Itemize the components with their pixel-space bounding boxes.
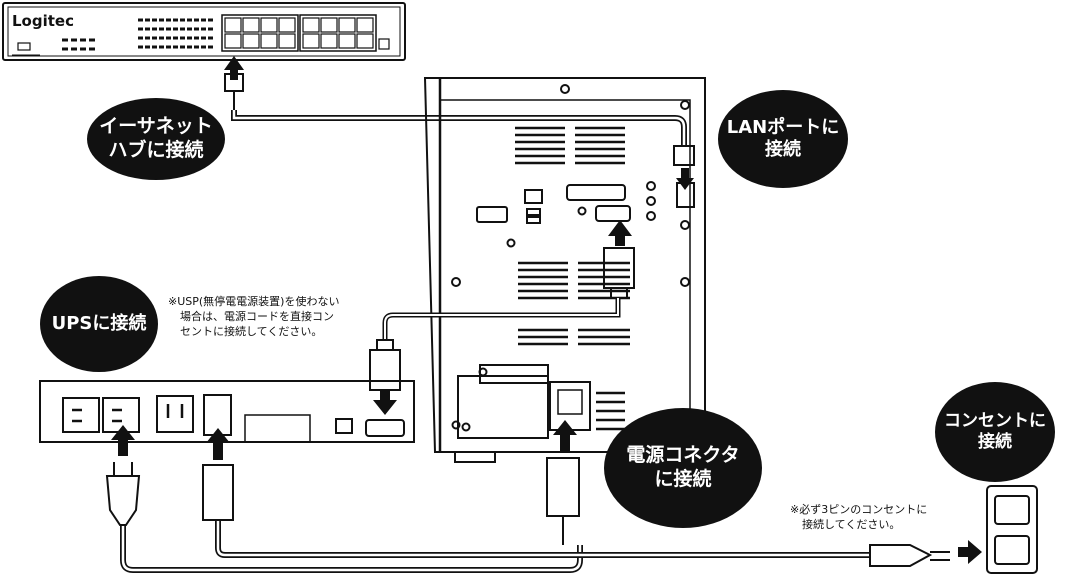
server-tower	[423, 77, 706, 463]
label-power-connector: 電源コネクタに接続	[604, 408, 762, 528]
label-ethernet-hub: イーサネットハブに接続	[87, 98, 225, 180]
label-lan-port: LANポートに接続	[718, 90, 848, 188]
ups-unit	[39, 380, 415, 443]
ups-note: ※USP(無停電電源装置)を使わない 場合は、電源コードを直接コン セントに接続…	[168, 295, 340, 338]
ethernet-hub	[2, 2, 406, 61]
label-outlet: コンセントに接続	[935, 382, 1055, 482]
outlet-note: ※必ず3ピンのコンセントに 接続してください。	[790, 503, 928, 531]
wall-outlet	[986, 485, 1038, 574]
label-ups: UPSに接続	[40, 276, 158, 372]
hub-brand-logo: Logitec	[12, 12, 74, 30]
